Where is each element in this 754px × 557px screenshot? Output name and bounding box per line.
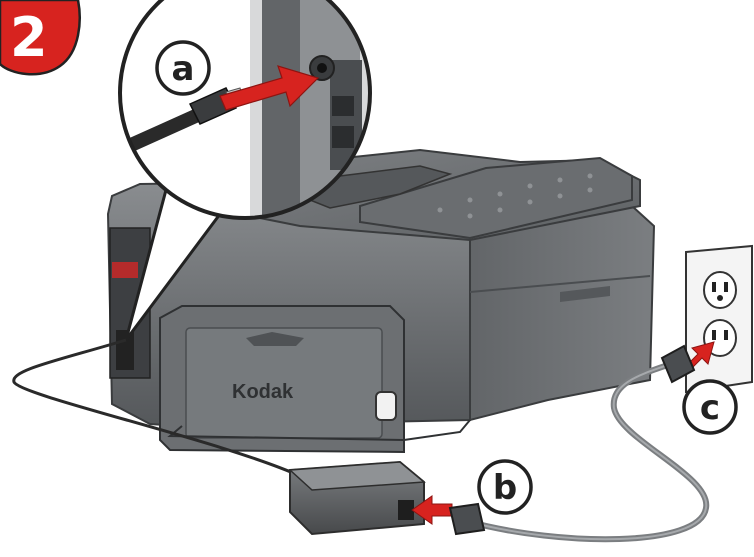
adapter-ac-inlet	[398, 500, 414, 520]
arrow-b	[411, 495, 453, 525]
ac-plug-adapter-end	[448, 502, 486, 536]
power-adapter	[288, 460, 426, 536]
label-a: a	[155, 40, 211, 96]
label-c-text: c	[700, 388, 720, 428]
label-c: c	[682, 379, 738, 435]
step-badge: 2	[0, 0, 81, 76]
power-cables	[12, 338, 710, 543]
dc-cable	[12, 338, 301, 478]
step-number: 2	[10, 6, 48, 69]
ac-plug-wall-end	[660, 344, 696, 384]
printer-document-feeder	[359, 156, 633, 240]
outlet-socket-top	[703, 271, 737, 309]
adf-texture	[437, 173, 593, 219]
rear-door-latch[interactable]	[375, 391, 397, 421]
printer-brand-logo: Kodak	[232, 381, 294, 403]
label-b-text: b	[493, 468, 517, 508]
label-a-text: a	[172, 49, 195, 89]
wall-outlet	[685, 244, 753, 394]
label-b: b	[477, 459, 533, 515]
arrow-a	[219, 65, 320, 111]
zoom-callout-circle	[118, 0, 372, 220]
